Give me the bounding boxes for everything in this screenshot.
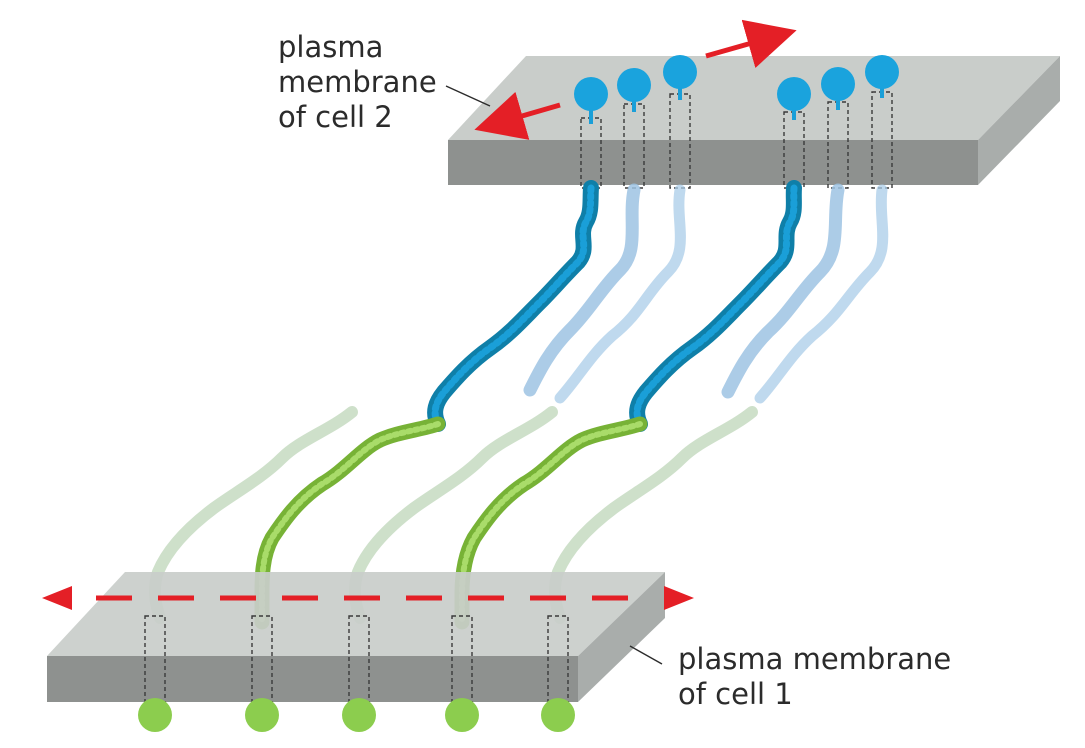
cell2-head: [821, 67, 855, 101]
cell2-label-line: plasma: [278, 30, 384, 64]
cell2-label-line: membrane: [278, 65, 437, 99]
cell2-head: [617, 68, 651, 102]
cell1-head: [445, 698, 479, 732]
cell1-membrane-label: plasma membrane of cell 1: [678, 642, 951, 712]
cell1-membrane-top: [47, 572, 665, 656]
cell2-arrow-right: [705, 19, 797, 68]
cell1-arrow-left-head: [42, 586, 72, 610]
cell2-leader-line: [445, 85, 491, 107]
cell2-arrows: [474, 19, 797, 140]
cell1-head: [342, 698, 376, 732]
cell2-arrow-left: [474, 91, 561, 140]
cell2-head: [663, 55, 697, 89]
cell1-arrow-right-head: [664, 586, 694, 610]
cell1-head: [138, 698, 172, 732]
cell2-proteins: [427, 180, 889, 432]
cell1-membrane-front: [47, 656, 578, 702]
cell1-leader-line: [629, 645, 663, 665]
cell1-heads: [138, 698, 575, 732]
cell2-heads: [574, 55, 899, 124]
cell1-arrow: [42, 586, 694, 610]
cell1-label-line: of cell 1: [678, 677, 793, 711]
cell1-head: [541, 698, 575, 732]
cell2-label-line: of cell 2: [278, 100, 393, 134]
cell1-label-line: plasma membrane: [678, 642, 952, 676]
cell2-membrane-side: [978, 56, 1060, 185]
cell2-head: [574, 77, 608, 111]
cell1-membrane-side: [578, 572, 665, 702]
cell2-head: [777, 77, 811, 111]
cell2-membrane: [448, 56, 1060, 185]
cell2-membrane-top: [448, 56, 1060, 140]
cell1-head: [245, 698, 279, 732]
cell1-membrane: [47, 572, 665, 702]
cell2-membrane-label: plasma membrane of cell 2: [278, 30, 437, 135]
cell2-head: [865, 55, 899, 89]
cell2-membrane-front: [448, 140, 978, 185]
